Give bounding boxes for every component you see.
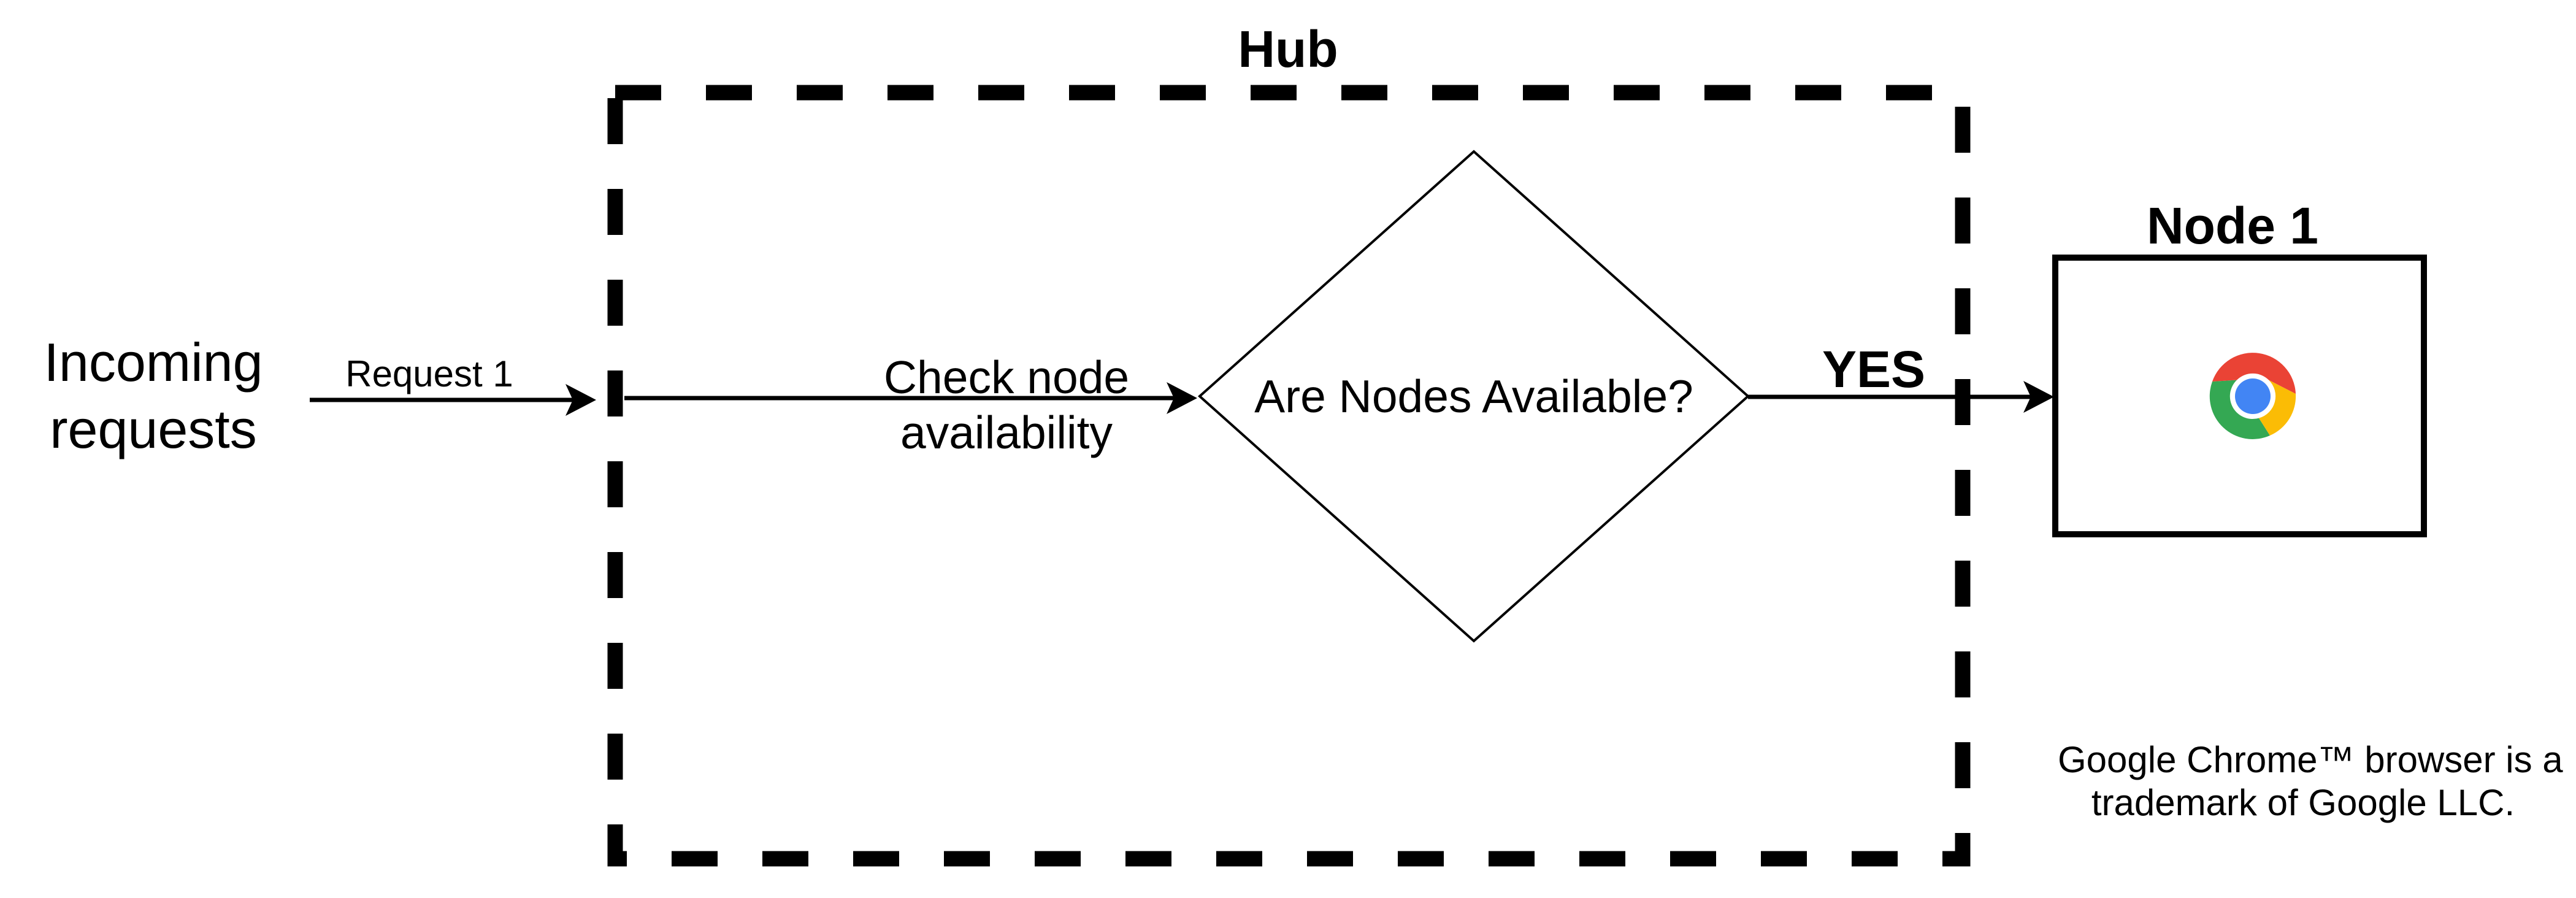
node1-title: Node 1 <box>2146 197 2319 255</box>
hub-title: Hub <box>1238 20 1338 78</box>
decision-label: Are Nodes Available? <box>1254 370 1693 422</box>
check-node-edge-label: Check node availability <box>859 350 1154 460</box>
check-node-line2: availability <box>900 407 1113 458</box>
check-node-arrow <box>624 382 1197 414</box>
chrome-icon-red-segment <box>2212 353 2296 394</box>
trademark-line1: Google Chrome™ browser is a <box>2058 739 2563 780</box>
yes-arrowhead <box>2023 381 2054 413</box>
check-node-line1: Check node <box>883 351 1130 403</box>
request-arrowhead <box>565 384 596 416</box>
incoming-requests-line2: requests <box>50 399 257 459</box>
request-arrow <box>310 384 596 416</box>
check-node-arrowhead <box>1167 382 1197 414</box>
decision-diamond <box>1197 150 1750 643</box>
chrome-icon-blue-center <box>2235 378 2271 414</box>
chrome-icon-yellow-segment <box>2259 380 2296 436</box>
request1-edge-label: Request 1 <box>345 353 513 394</box>
hub-dashed-border <box>607 85 1971 867</box>
incoming-requests-line1: Incoming <box>44 332 263 393</box>
chrome-icon-green-segment <box>2209 380 2270 439</box>
trademark-note: Google Chrome™ browser is a trademark of… <box>2058 739 2563 824</box>
yes-edge-label: YES <box>1822 340 1926 398</box>
incoming-requests-label: Incoming requests <box>18 329 288 462</box>
chrome-icon <box>2209 353 2296 439</box>
trademark-line2: trademark of Google LLC. <box>2091 782 2515 823</box>
yes-arrow <box>1748 381 2054 413</box>
